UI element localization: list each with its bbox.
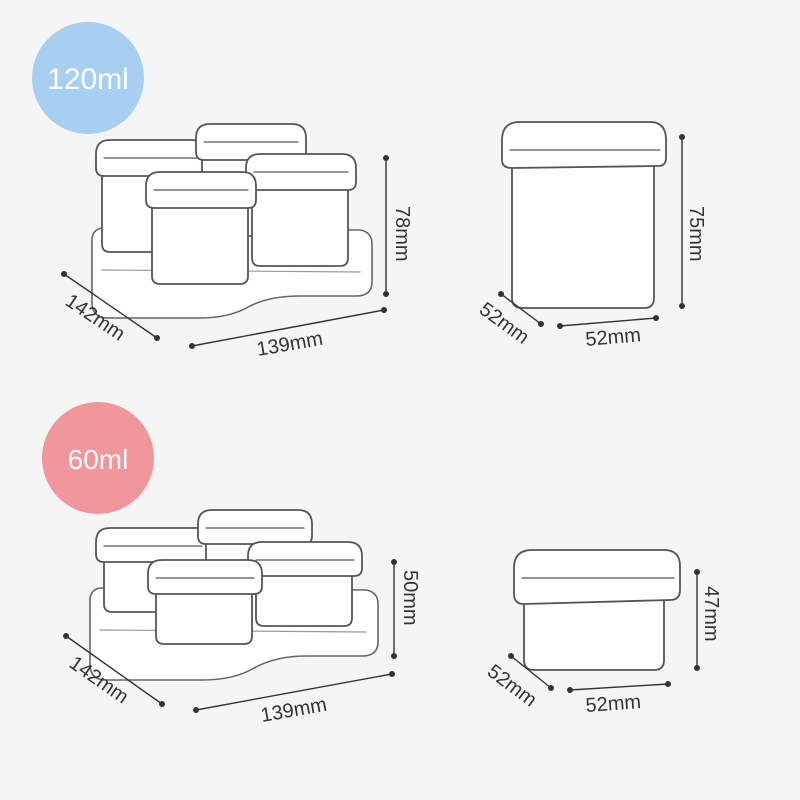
set-illustration-60 — [89, 509, 379, 681]
section-120ml: 120ml 78mm 142mm 139mm — [32, 22, 707, 361]
badge-circle-120 — [32, 22, 144, 134]
cup-width-label-60: 52mm — [585, 691, 642, 717]
badge-120ml: 120ml — [32, 22, 144, 134]
cup-illustration-120 — [501, 121, 667, 309]
cup-height-label-120: 75mm — [685, 206, 707, 262]
badge-label-120: 120ml — [47, 63, 129, 96]
badge-label-60: 60ml — [68, 444, 129, 475]
cup-width-label-120: 52mm — [585, 324, 642, 351]
cup-width-dimension-120: 52mm — [557, 315, 659, 351]
set-height-label-120: 78mm — [391, 206, 413, 262]
set-illustration-120 — [91, 123, 373, 319]
cup-height-dimension-60: 47mm — [694, 569, 722, 671]
cup-illustration-60 — [513, 549, 681, 671]
set-width-dimension-60: 139mm — [193, 671, 395, 727]
badge-circle-60 — [42, 402, 154, 514]
cup-height-label-60: 47mm — [700, 586, 722, 642]
set-width-label-60: 139mm — [259, 694, 329, 727]
set-height-label-60: 50mm — [399, 570, 421, 626]
set-height-dimension-120: 78mm — [383, 155, 413, 297]
cup-width-dimension-60: 52mm — [567, 681, 671, 717]
badge-60ml: 60ml — [42, 402, 154, 514]
section-60ml: 60ml 50mm 142mm 139mm — [42, 402, 722, 727]
cup-height-dimension-120: 75mm — [679, 134, 707, 309]
set-height-dimension-60: 50mm — [391, 559, 421, 659]
